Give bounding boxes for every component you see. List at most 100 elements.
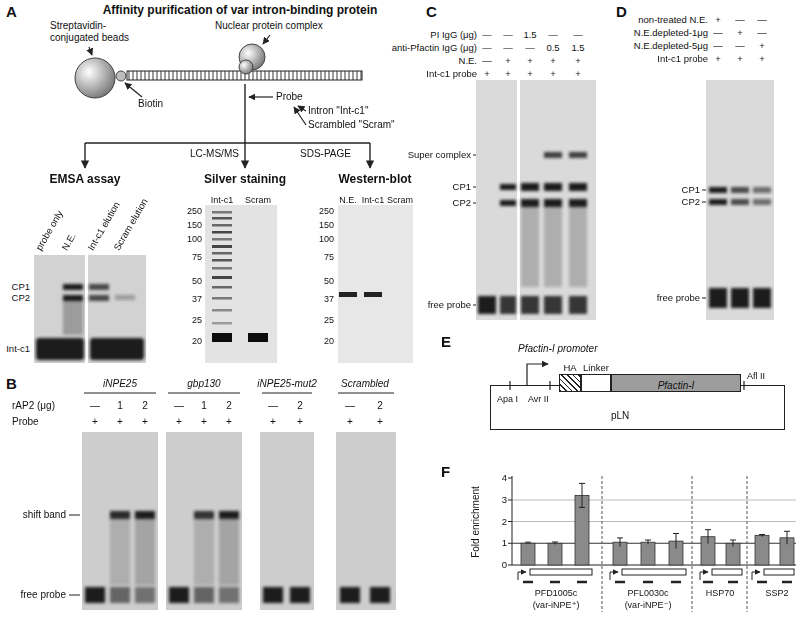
bar-chart [730,540,736,541]
tick-label: 3 [502,494,507,505]
lane-value: + [715,53,721,64]
lane-value: 2 [377,400,383,412]
bar-chart [582,483,583,507]
gel-image [500,200,516,206]
flow-arrow [85,142,370,143]
gel-image [219,511,239,519]
leader-arrow [89,47,92,55]
bar-chart [521,495,794,565]
gel-image [135,511,155,519]
gene-model [757,581,767,584]
lane-value: + [715,14,721,25]
gel-image [212,286,232,289]
tick-label: 0 [502,559,507,570]
lane-value: + [550,55,556,66]
gene-model [577,581,587,584]
row-label: N.E.depleted-1μg [634,27,708,38]
gene-model [518,572,526,580]
gel-image [212,276,232,279]
gel-image [753,187,771,193]
gel-image [212,217,232,220]
marker-size: 37 [324,294,334,305]
gel-image [169,587,189,603]
gel-image [478,152,587,314]
gene-model [523,581,533,584]
lane-label: N.E. [339,195,357,206]
gel-image [194,519,214,585]
gel-image [706,80,774,320]
lane-value: + [297,416,303,428]
bar-chart [512,500,796,501]
marker-size: 50 [192,276,202,287]
lane-value: 2 [297,400,303,412]
axis-title: Fold enrichment [470,486,482,558]
bar-chart [733,540,734,547]
lane-value: — [174,400,184,412]
lane-value: 2 [226,400,232,412]
gel-image [194,511,214,519]
gene-model [728,581,738,584]
lane-bracket [84,393,156,394]
lane-value: — [735,14,745,25]
lane-value: — [503,29,513,40]
lane-value: — [345,400,355,412]
row-label: PI IgG (μg) [430,29,477,40]
lane-value: + [92,416,98,428]
band-label: shift band [23,509,66,521]
assay-heading: Western-blot [338,172,411,186]
lane-value: + [117,416,123,428]
marker-size: 100 [319,234,334,245]
panel-letter: B [6,375,17,393]
gel-image [82,432,396,610]
bar-chart [673,533,679,534]
bar-chart [508,521,512,522]
bar-chart [692,476,693,612]
tick-label: 2 [502,516,507,527]
gel-image [135,587,155,603]
blot-image [338,205,413,363]
gel-image [569,296,587,314]
bar-chart [525,483,790,548]
gene-box: Pfactin-I [611,374,741,392]
gel-image [212,297,232,300]
gel-image [340,587,360,603]
bar-chart [747,476,748,612]
part-label: Streptavidin-conjugated beads [50,20,138,44]
site-label: Apa I [497,394,518,405]
part-label: Biotin [138,98,163,110]
gel-image [544,152,562,158]
gel-image [753,288,771,308]
gel-image [709,288,727,308]
lane-value: 0.5 [546,42,559,53]
gel-image [521,207,539,287]
band-label: CP1 [453,181,471,192]
row-label: Int-c1 probe [426,68,477,79]
node-label: Linker [583,362,609,374]
linker-box: Linker [581,362,611,392]
lane-label: Int-c1 [211,195,234,206]
lane-value: + [270,416,276,428]
bar-chart [620,538,621,547]
row-label: Int-c1 probe [657,53,708,64]
gel-image [290,587,310,603]
gel-image [260,432,314,610]
part-label: Scrambled "Scram" [308,119,395,131]
marker-size: 75 [192,252,202,263]
gel-image [212,259,232,262]
lane-value: + [505,68,511,79]
gel-image [115,295,135,300]
lane-value: + [484,68,490,79]
gene-model [764,569,794,575]
gel-image [521,183,539,191]
panel-letter: D [616,3,627,21]
marker-size: 50 [324,276,334,287]
gel-image [205,205,277,363]
bar-chart [552,542,558,543]
gel-image [212,238,232,241]
gel-image [212,322,232,325]
bar-chart [755,536,769,565]
gel-image [212,309,232,312]
gel-image [34,255,146,363]
